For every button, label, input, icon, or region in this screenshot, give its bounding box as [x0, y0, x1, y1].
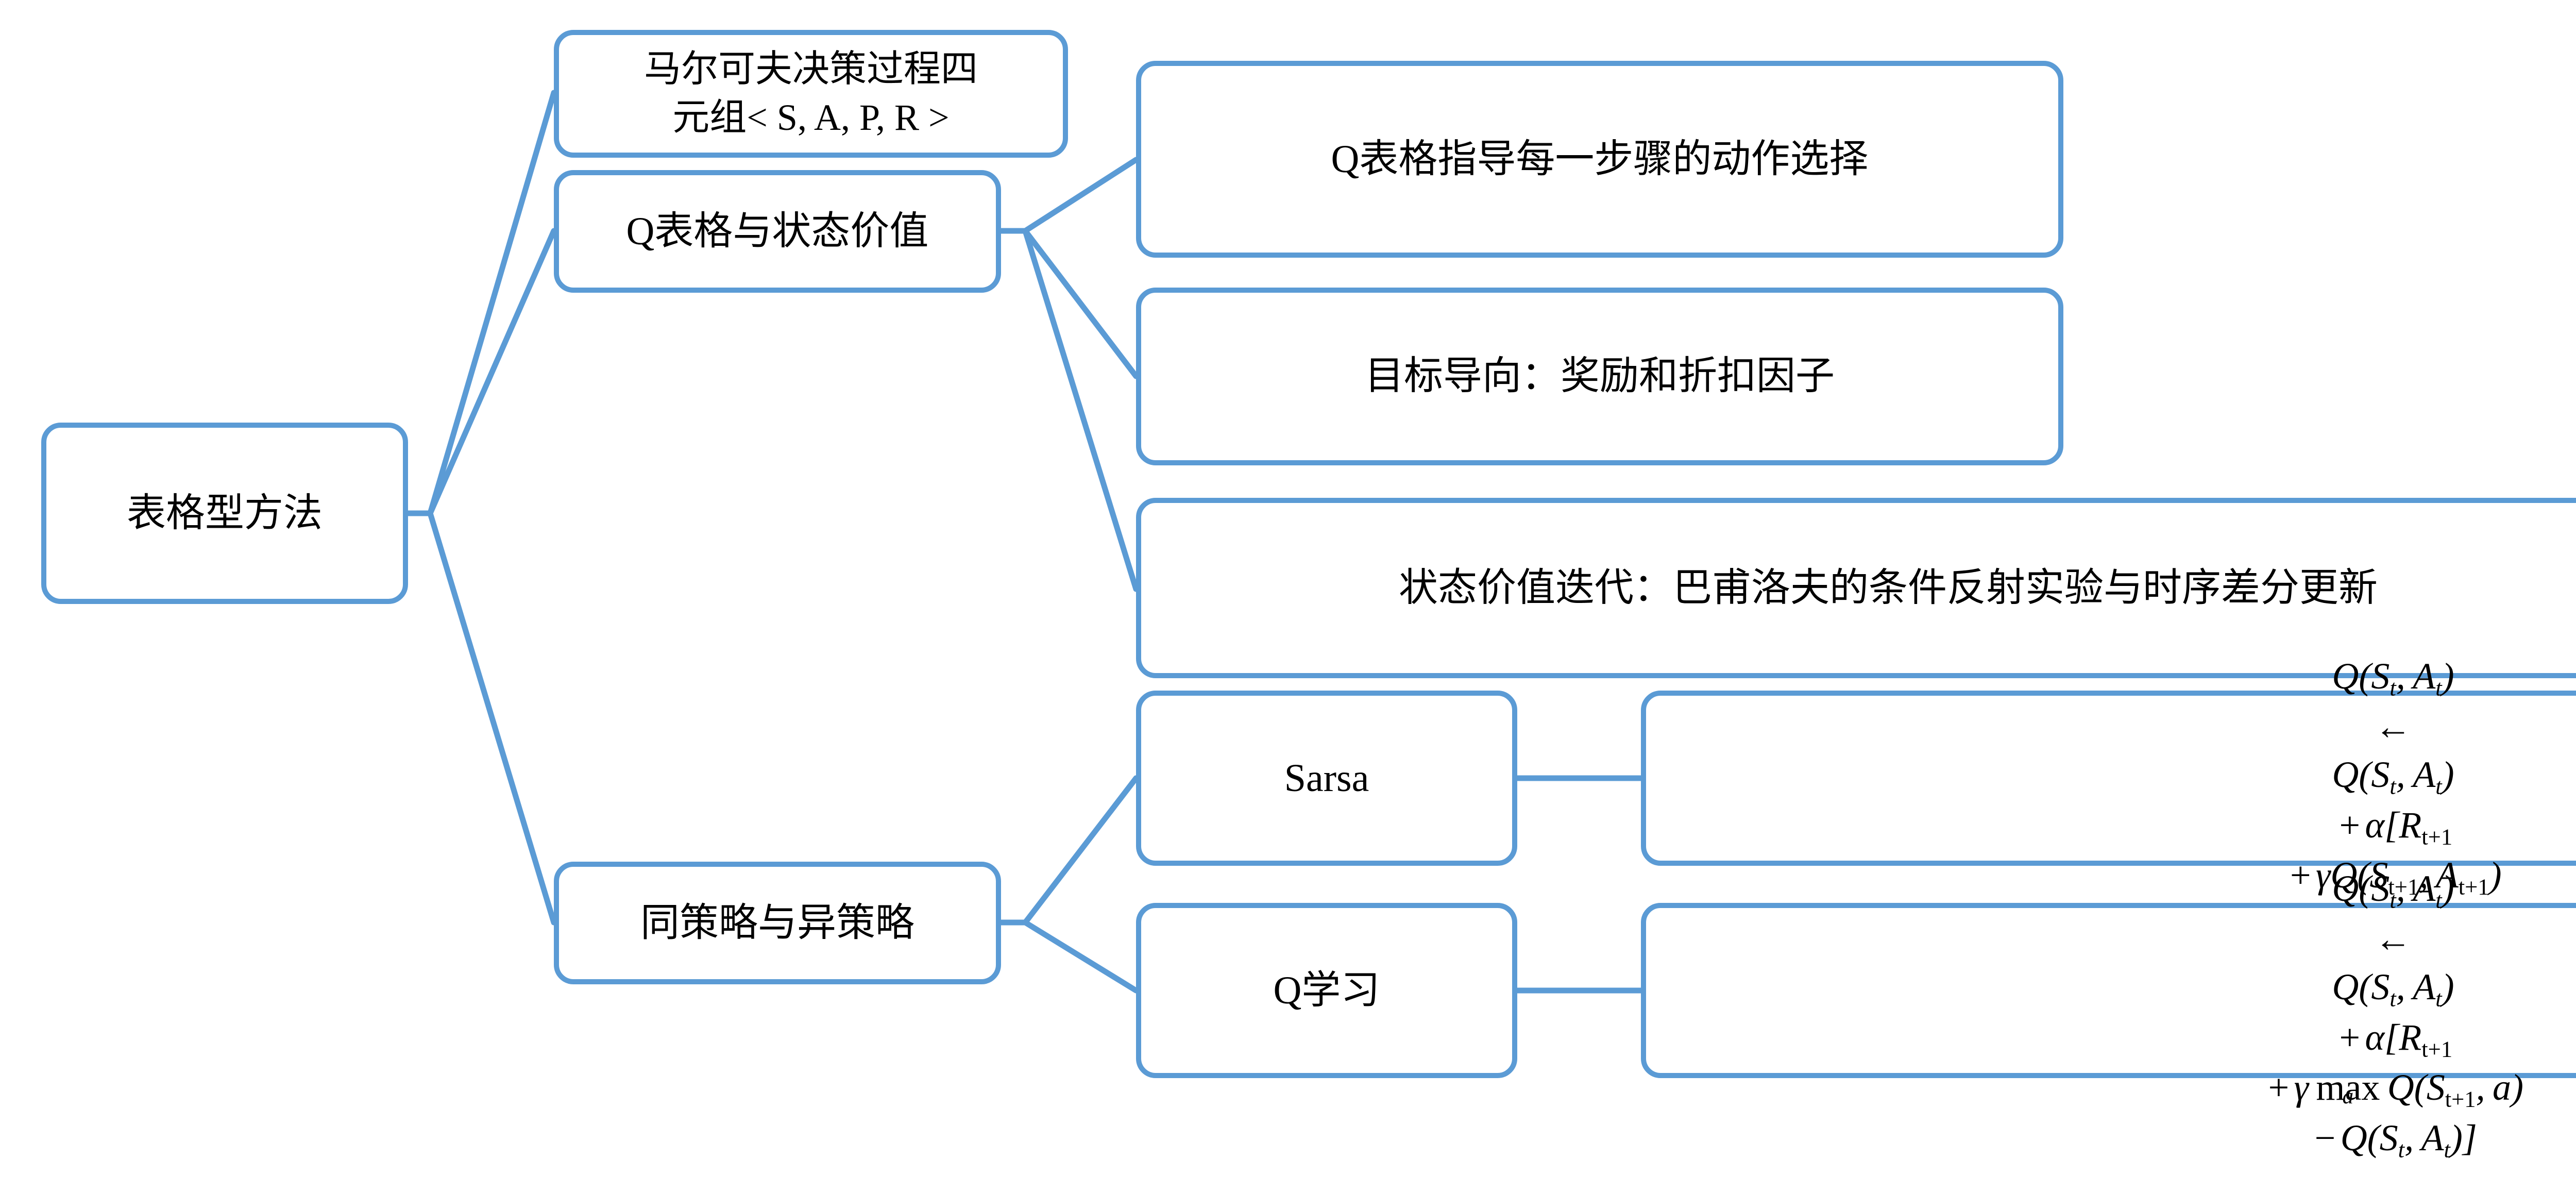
node-qtable-label: Q表格与状态价值 — [626, 209, 929, 253]
node-sarsa-label: Sarsa — [1284, 756, 1369, 800]
node-mdp[interactable]: 马尔可夫决策过程四 元组< S, A, P, R > — [554, 30, 1068, 158]
node-root[interactable]: 表格型方法 — [41, 423, 408, 604]
node-root-label: 表格型方法 — [127, 491, 323, 535]
node-policy-label: 同策略与异策略 — [640, 901, 914, 945]
node-q-goal[interactable]: 目标导向：奖励和折扣因子 — [1136, 288, 2063, 465]
node-sarsa[interactable]: Sarsa — [1136, 691, 1517, 866]
node-qlearning[interactable]: Q学习 — [1136, 903, 1517, 1078]
node-q-value-label: 状态价值迭代：巴甫洛夫的条件反射实验与时序差分更新 — [1399, 566, 2378, 610]
node-q-action-label: Q表格指导每一步骤的动作选择 — [1331, 137, 1869, 181]
node-q-goal-label: 目标导向：奖励和折扣因子 — [1365, 355, 1835, 398]
node-q-action[interactable]: Q表格指导每一步骤的动作选择 — [1136, 61, 2063, 258]
node-policy[interactable]: 同策略与异策略 — [554, 862, 1001, 984]
node-qlearning-label: Q学习 — [1273, 968, 1380, 1012]
node-mdp-label: 马尔可夫决策过程四 元组< S, A, P, R > — [643, 48, 978, 138]
node-q-value[interactable]: 状态价值迭代：巴甫洛夫的条件反射实验与时序差分更新 — [1136, 498, 2576, 678]
node-qtable[interactable]: Q表格与状态价值 — [554, 170, 1001, 293]
